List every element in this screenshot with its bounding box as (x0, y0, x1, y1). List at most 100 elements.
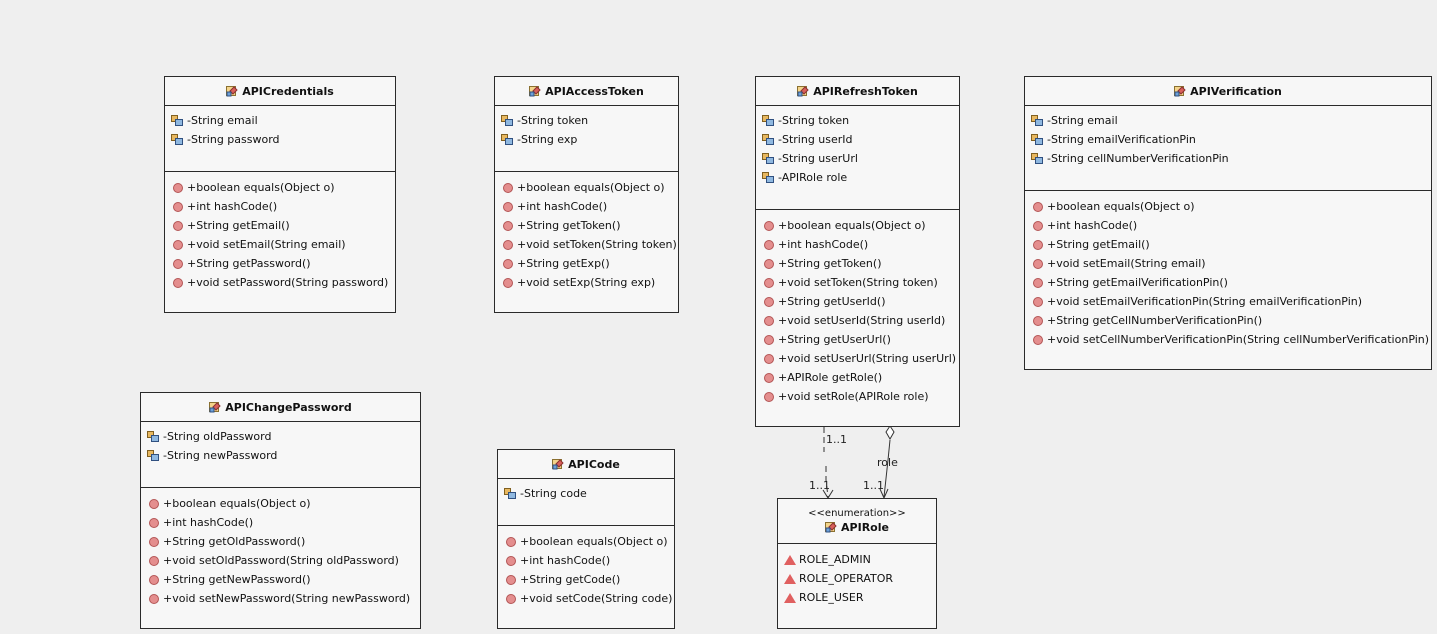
class-header: APIRefreshToken (756, 77, 959, 106)
method-row[interactable]: +String getEmail() (1031, 235, 1431, 254)
method-row[interactable]: +String getNewPassword() (147, 570, 420, 589)
class-apichangepassword[interactable]: APIChangePassword -String oldPassword-Str… (140, 392, 421, 629)
method-row[interactable]: +void setCellNumberVerificationPin(Strin… (1031, 330, 1431, 349)
enum-literal-row[interactable]: ROLE_USER (784, 588, 936, 607)
method-row[interactable]: +void setEmail(String email) (1031, 254, 1431, 273)
attribute-row[interactable]: -String userId (762, 130, 959, 149)
field-icon (1031, 153, 1043, 164)
method-text: +int hashCode() (778, 238, 869, 251)
method-row[interactable]: +int hashCode() (762, 235, 959, 254)
method-row[interactable]: +String getPassword() (171, 254, 395, 273)
class-apicredentials[interactable]: APICredentials -String email-String passw… (164, 76, 396, 313)
method-text: +boolean equals(Object o) (163, 497, 311, 510)
dependency-mult-source: 1..1 (826, 433, 847, 446)
method-text: +boolean equals(Object o) (778, 219, 926, 232)
attribute-row[interactable]: -String password (171, 130, 395, 149)
method-icon (764, 296, 774, 307)
class-header: APICode (498, 450, 674, 479)
attribute-text: -String token (517, 114, 589, 127)
method-text: +boolean equals(Object o) (520, 535, 668, 548)
method-row[interactable]: +boolean equals(Object o) (504, 532, 674, 551)
field-icon (1031, 134, 1043, 145)
method-text: +String getEmail() (1047, 238, 1150, 251)
method-text: +boolean equals(Object o) (517, 181, 665, 194)
method-row[interactable]: +boolean equals(Object o) (762, 216, 959, 235)
method-row[interactable]: +void setUserId(String userId) (762, 311, 959, 330)
method-row[interactable]: +String getEmail() (171, 216, 395, 235)
class-name: APICredentials (242, 84, 334, 98)
method-icon (1033, 239, 1043, 250)
method-row[interactable]: +String getUserUrl() (762, 330, 959, 349)
method-row[interactable]: +void setEmailVerificationPin(String ema… (1031, 292, 1431, 311)
method-row[interactable]: +int hashCode() (171, 197, 395, 216)
method-row[interactable]: +void setExp(String exp) (501, 273, 678, 292)
method-row[interactable]: +void setCode(String code) (504, 589, 674, 608)
method-row[interactable]: +String getToken() (762, 254, 959, 273)
class-apiaccesstoken[interactable]: APIAccessToken -String token -String exp +b… (494, 76, 679, 313)
method-row[interactable]: +String getOldPassword() (147, 532, 420, 551)
method-icon (1033, 277, 1043, 288)
method-text: +void setRole(APIRole role) (778, 390, 929, 403)
attribute-row[interactable]: -String email (171, 111, 395, 130)
method-text: +void setToken(String token) (517, 238, 677, 251)
method-icon (764, 220, 774, 231)
class-header: APIAccessToken (495, 77, 678, 106)
method-row[interactable]: +void setNewPassword(String newPassword) (147, 589, 420, 608)
class-apirefreshtoken[interactable]: APIRefreshToken -String token -String user… (755, 76, 960, 427)
method-row[interactable]: +boolean equals(Object o) (171, 178, 395, 197)
attribute-row[interactable]: -String userUrl (762, 149, 959, 168)
class-apiverification[interactable]: APIVerification-String email-String emai… (1024, 76, 1432, 370)
method-row[interactable]: +void setOldPassword(String oldPassword) (147, 551, 420, 570)
class-apicode[interactable]: APICode -String code +boolean equals(Objec… (497, 449, 675, 629)
method-row[interactable]: +String getUserId() (762, 292, 959, 311)
method-row[interactable]: +boolean equals(Object o) (1031, 197, 1431, 216)
class-header: APIChangePassword (141, 393, 420, 422)
attribute-row[interactable]: -String code (504, 484, 674, 503)
method-row[interactable]: +String getExp() (501, 254, 678, 273)
method-row[interactable]: +APIRole getRole() (762, 368, 959, 387)
attribute-text: -String emailVerificationPin (1047, 133, 1196, 146)
method-icon (764, 372, 774, 383)
attribute-row[interactable]: -String token (501, 111, 678, 130)
dependency-line (823, 427, 829, 498)
attribute-text: -String userId (778, 133, 853, 146)
attribute-row[interactable]: -String exp (501, 130, 678, 149)
method-row[interactable]: +int hashCode() (504, 551, 674, 570)
aggregation-mult-target: 1..1 (863, 479, 884, 492)
attribute-row[interactable]: -String email (1031, 111, 1431, 130)
method-text: +String getNewPassword() (163, 573, 311, 586)
method-row[interactable]: +boolean equals(Object o) (147, 494, 420, 513)
attribute-row[interactable]: -String oldPassword (147, 427, 420, 446)
method-row[interactable]: +void setEmail(String email) (171, 235, 395, 254)
method-row[interactable]: +String getCellNumberVerificationPin() (1031, 311, 1431, 330)
field-icon (171, 115, 183, 126)
class-icon (209, 401, 221, 413)
class-name: APICode (568, 457, 620, 471)
method-row[interactable]: +void setToken(String token) (762, 273, 959, 292)
method-row[interactable]: +void setPassword(String password) (171, 273, 395, 292)
method-text: +void setCellNumberVerificationPin(Strin… (1047, 333, 1430, 346)
attribute-row[interactable]: -APIRole role (762, 168, 959, 187)
attribute-row[interactable]: -String emailVerificationPin (1031, 130, 1431, 149)
method-row[interactable]: +int hashCode() (147, 513, 420, 532)
method-row[interactable]: +String getEmailVerificationPin() (1031, 273, 1431, 292)
method-row[interactable]: +void setRole(APIRole role) (762, 387, 959, 406)
field-icon (762, 134, 774, 145)
method-icon (503, 239, 513, 250)
method-row[interactable]: +int hashCode() (501, 197, 678, 216)
attribute-row[interactable]: -String token (762, 111, 959, 130)
attribute-row[interactable]: -String newPassword (147, 446, 420, 465)
method-text: +boolean equals(Object o) (1047, 200, 1195, 213)
method-row[interactable]: +int hashCode() (1031, 216, 1431, 235)
enum-literal-row[interactable]: ROLE_OPERATOR (784, 569, 936, 588)
method-icon (764, 353, 774, 364)
enum-literal-row[interactable]: ROLE_ADMIN (784, 550, 936, 569)
method-row[interactable]: +String getToken() (501, 216, 678, 235)
method-row[interactable]: +boolean equals(Object o) (501, 178, 678, 197)
attribute-row[interactable]: -String cellNumberVerificationPin (1031, 149, 1431, 168)
method-text: +void setOldPassword(String oldPassword) (163, 554, 399, 567)
method-row[interactable]: +void setToken(String token) (501, 235, 678, 254)
method-row[interactable]: +String getCode() (504, 570, 674, 589)
method-row[interactable]: +void setUserUrl(String userUrl) (762, 349, 959, 368)
